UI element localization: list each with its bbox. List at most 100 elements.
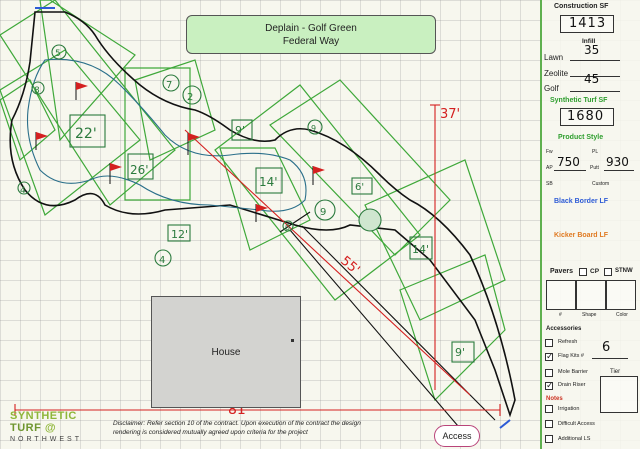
ap-field[interactable] (554, 170, 586, 171)
dimension-label-55: 55' (337, 254, 362, 278)
difficult-access-checkbox[interactable] (545, 420, 553, 428)
drain-riser-checkbox[interactable] (545, 380, 554, 391)
zeolite-field[interactable] (570, 76, 620, 77)
flag-icon (255, 204, 268, 222)
turf-panel (399, 254, 506, 402)
turf-panel (269, 79, 451, 256)
additional-ls-checkbox[interactable] (545, 435, 553, 443)
pl-label: PL (592, 149, 599, 155)
turf-panel (0, 79, 56, 162)
company-logo: SYNTHETIC TURF @ NORTHWEST (10, 410, 110, 443)
lawn-value: 35 (584, 43, 600, 57)
turf-panel (219, 147, 311, 251)
putt-field[interactable] (604, 170, 634, 171)
flag-kits-checkbox[interactable] (545, 351, 554, 362)
pavers-count-field[interactable] (546, 280, 576, 310)
pavers-color-label: Color (616, 312, 628, 318)
mole-barrier-label: Mole Barrier (558, 369, 588, 375)
stnw-checkbox[interactable] (604, 268, 612, 276)
flag-kits-label: Flag Kits # (558, 353, 584, 359)
cup-square (167, 224, 191, 242)
circle-label: 4 (159, 255, 165, 266)
putt-value: 930 (606, 155, 629, 169)
golf-value: 45 (584, 72, 600, 86)
circle-markers (17, 44, 382, 267)
synthetic-turf-sf-label: Synthetic Turf SF (550, 97, 608, 104)
circle-label: 2 (187, 92, 193, 103)
flag-kits-field[interactable] (592, 358, 628, 359)
circle-label: 8 (34, 86, 40, 96)
drain-riser-label: Drain Riser (558, 382, 586, 388)
putt-label: Putt (590, 165, 599, 171)
pavers-color-field[interactable] (606, 280, 636, 310)
accessories-label: Accessories (546, 326, 582, 332)
turf-panel (134, 59, 216, 161)
synthetic-turf-sf-value: 1680 (567, 109, 605, 124)
notes-label: Notes (546, 396, 563, 402)
cup-square (351, 177, 373, 195)
irrigation-label: Irrigation (558, 406, 580, 412)
construction-sf-field[interactable]: 1413 (560, 15, 614, 33)
flag-icon (109, 163, 122, 184)
golf-field[interactable] (570, 91, 620, 92)
estimate-panel: Construction SF 1413 Infill Lawn 35 Zeol… (540, 0, 640, 449)
circle-label: 0 (285, 223, 290, 232)
disclaimer-text: Disclaimer: Refer section 10 of the cont… (113, 420, 361, 436)
turf-panel (0, 0, 176, 206)
synthetic-turf-sf-field[interactable]: 1680 (560, 108, 614, 126)
tier-label: Tier (610, 369, 621, 375)
tier-field[interactable] (600, 376, 638, 413)
turf-panel (214, 84, 421, 301)
cup-square (69, 114, 106, 148)
project-location: Federal Way (282, 36, 340, 47)
project-title: Deplain - Golf Green (265, 23, 357, 34)
circle-label: 7 (166, 80, 172, 91)
circle-label: 4 (20, 186, 26, 196)
cup-square (451, 341, 475, 363)
cup-label: 12' (171, 228, 188, 241)
ap-label: AP (546, 165, 553, 171)
pavers-shape-field[interactable] (576, 280, 606, 310)
refresh-checkbox[interactable] (545, 339, 553, 347)
house-label: House (211, 346, 241, 358)
pavers-label: Pavers (550, 268, 573, 275)
access-button[interactable]: Access (434, 425, 480, 447)
golf-label: Golf (544, 84, 559, 93)
cup-label: 9' (455, 346, 465, 359)
cp-checkbox[interactable] (579, 268, 587, 276)
turf-panel (364, 159, 506, 321)
zeolite-label: Zeolite (544, 69, 569, 78)
cup-label: 14' (412, 243, 429, 256)
cup-square (231, 119, 253, 141)
irrigation-checkbox[interactable] (545, 405, 553, 413)
lawn-label: Lawn (544, 53, 564, 62)
logo-word-2: TURF (10, 422, 42, 434)
flag-icon (75, 82, 88, 100)
ap-value: 750 (557, 155, 580, 169)
cup-label: 22' (75, 126, 97, 142)
cup-label: 26' (130, 163, 149, 177)
black-border-lf-label: Black Border LF (554, 198, 609, 205)
house-block: House (151, 296, 301, 408)
mole-barrier-checkbox[interactable] (545, 369, 553, 377)
pavers-count-label: # (559, 312, 562, 318)
additional-ls-label: Additional LS (558, 436, 591, 442)
dimension-lines (14, 104, 501, 416)
kicker-board-lf-label: Kicker Board LF (554, 232, 609, 239)
lawn-field[interactable] (570, 60, 620, 61)
house-marker (291, 339, 294, 342)
logo-subtitle: NORTHWEST (10, 436, 82, 443)
green-contour (26, 58, 307, 212)
corner-mark (499, 419, 511, 429)
stnw-label: STNW (615, 268, 633, 274)
black-border-outline (9, 11, 516, 418)
cup-square (255, 167, 283, 194)
dimension-label-37: 37' (440, 107, 460, 122)
turf-panel (39, 0, 136, 142)
flags (35, 82, 325, 222)
flag-kits-value: 6 (602, 340, 612, 355)
flag-icon (312, 166, 325, 185)
construction-sf-value: 1413 (569, 16, 607, 31)
cp-label: CP (590, 268, 600, 275)
cup-label: 6' (355, 182, 364, 193)
